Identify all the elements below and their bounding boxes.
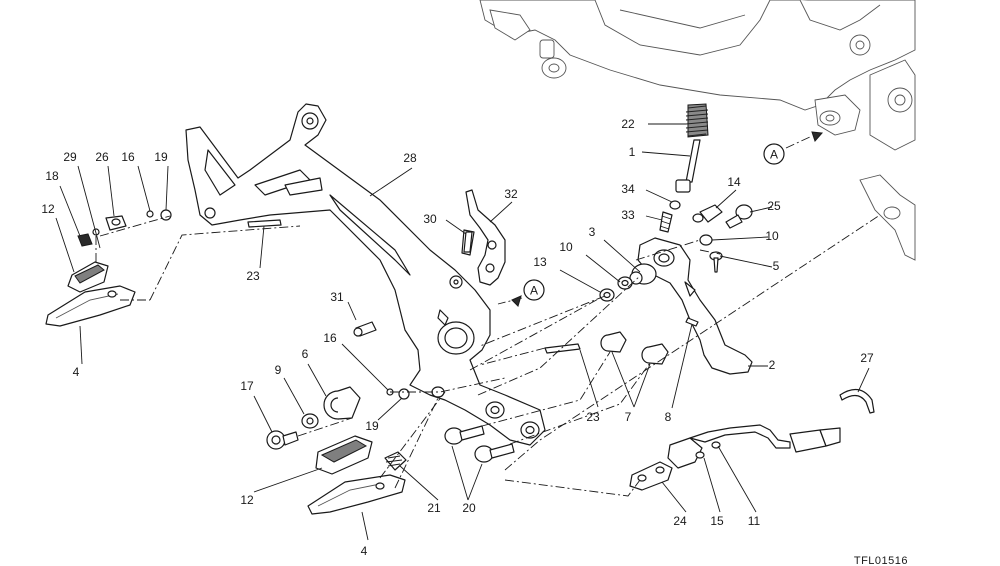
callout-c12t: 12 — [41, 202, 55, 216]
leader-lines — [55, 123, 870, 541]
callout-c16l: 16 — [121, 150, 135, 164]
view-marker-a-upper: A — [763, 131, 824, 165]
washer-10-left — [617, 276, 633, 290]
callout-c5: 5 — [773, 259, 780, 273]
callout-c28: 28 — [403, 151, 417, 165]
bushing-3 — [629, 263, 657, 285]
bolt-17 — [266, 430, 299, 450]
view-marker-a-lower: A — [511, 279, 545, 307]
view-marker-label: A — [530, 284, 538, 298]
callout-c6: 6 — [302, 347, 309, 361]
detent-18 — [77, 233, 93, 247]
bolts-20 — [444, 425, 515, 463]
callout-c14: 14 — [727, 175, 741, 189]
callout-c3: 3 — [589, 225, 596, 239]
callout-c18: 18 — [45, 169, 59, 183]
callout-c1: 1 — [629, 145, 636, 159]
washer-19-lower — [398, 388, 410, 400]
callout-c32: 32 — [504, 187, 518, 201]
footrest-4-lower — [307, 474, 406, 515]
callout-c23l: 23 — [246, 269, 260, 283]
frame-outline — [479, 0, 916, 261]
callout-c21: 21 — [427, 501, 441, 515]
footrest-4-upper — [45, 285, 136, 327]
callout-c9: 9 — [275, 363, 282, 377]
callout-c26: 26 — [95, 150, 109, 164]
callout-c13: 13 — [533, 255, 547, 269]
callout-c31: 31 — [330, 290, 344, 304]
callout-c4t: 4 — [73, 365, 80, 379]
footrest-bracket-28 — [185, 103, 546, 446]
callout-c15: 15 — [710, 514, 724, 528]
washer-10-right — [699, 234, 713, 246]
callout-c10r: 10 — [765, 229, 779, 243]
clip-8 — [685, 317, 699, 327]
callout-c7: 7 — [625, 410, 632, 424]
spring-22 — [685, 103, 709, 138]
callout-c10l: 10 — [559, 240, 573, 254]
reference-code: TFL01516 — [854, 555, 908, 566]
callout-c29: 29 — [63, 150, 77, 164]
rod-1 — [675, 139, 701, 193]
callout-c24: 24 — [673, 514, 687, 528]
washer-13 — [599, 288, 615, 302]
callout-c19r: 19 — [365, 419, 379, 433]
washer-16-upper — [146, 210, 154, 218]
callout-c23r: 23 — [586, 410, 600, 424]
callout-c33: 33 — [621, 208, 635, 222]
view-marker-label: A — [770, 148, 778, 162]
side-stand-switch — [667, 424, 841, 469]
callout-c12b: 12 — [240, 493, 254, 507]
assembly-axes — [95, 214, 881, 497]
callout-c4b: 4 — [361, 544, 368, 558]
plate-26 — [105, 215, 127, 231]
callout-c22: 22 — [621, 117, 635, 131]
callout-c34: 34 — [621, 182, 635, 196]
callout-c11: 11 — [748, 514, 761, 528]
bolt-25 — [725, 204, 753, 229]
side-stand-2 — [637, 237, 753, 375]
callout-c8: 8 — [665, 410, 672, 424]
sensor-bracket-24 — [629, 461, 673, 491]
callout-c19l: 19 — [154, 150, 168, 164]
spring-21 — [384, 451, 407, 471]
bushing-6 — [323, 386, 361, 420]
pin-5 — [709, 251, 723, 273]
callout-c27: 27 — [860, 351, 874, 365]
pin-33 — [659, 211, 673, 233]
pin-23-right — [544, 343, 581, 354]
pin-30 — [463, 231, 473, 253]
callout-c2: 2 — [769, 358, 776, 372]
callout-c17: 17 — [240, 379, 254, 393]
callout-numbers: 22 1 34 33 14 25 10 5 3 10 13 2 27 8 7 23 24 15 11 28 32 30 31… — [41, 117, 874, 558]
footpeg-12-lower — [315, 435, 373, 475]
cable-clip-27 — [839, 389, 875, 414]
pin-23-left — [247, 219, 282, 228]
nut-34 — [669, 200, 681, 210]
callout-c25: 25 — [767, 199, 781, 213]
callout-c16r: 16 — [323, 331, 337, 345]
screw-31 — [353, 321, 377, 337]
callout-c30: 30 — [423, 212, 437, 226]
spacers-7 — [600, 331, 669, 365]
washer-9 — [301, 413, 319, 429]
screw-14 — [692, 204, 723, 223]
callout-c20: 20 — [462, 501, 476, 515]
footpeg-12-upper — [67, 261, 109, 293]
